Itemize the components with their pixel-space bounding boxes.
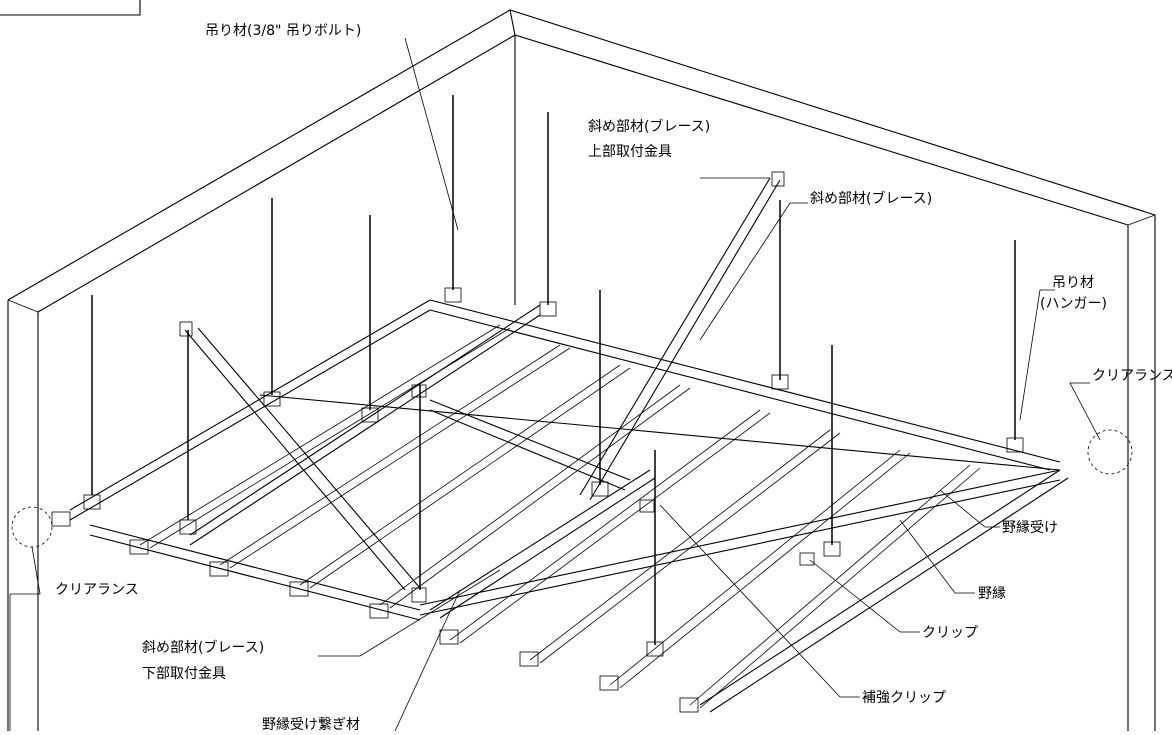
- label-clearance-left: クリアランス: [55, 582, 139, 598]
- label-brace-lower-fitting-1: 斜め部材(ブレース): [142, 639, 264, 656]
- room-walls: [7, 9, 1156, 731]
- clearance-circle-right: [1087, 429, 1133, 475]
- label-reinforcing-clip: 補強クリップ: [862, 690, 946, 706]
- label-brace-upper-fitting-1: 斜め部材(ブレース): [588, 118, 710, 135]
- braces: [184, 177, 781, 619]
- label-hanger-2: (ハンガー): [1040, 296, 1107, 312]
- label-brace-lower-fitting-2: 下部取付金具: [142, 666, 226, 682]
- leader-lines: [9, 37, 1101, 732]
- clearance-circle-left: [11, 506, 53, 548]
- ceiling-grid: [69, 299, 1069, 713]
- label-brace: 斜め部材(ブレース): [810, 190, 932, 207]
- label-carrying-channel: 野縁受け: [1002, 520, 1058, 536]
- label-brace-upper-fitting-2: 上部取付金具: [588, 144, 672, 160]
- label-hanger-1: 吊り材: [1052, 275, 1094, 291]
- labels: 吊り材(3/8" 吊りボルト) 斜め部材(ブレース) 上部取付金具 斜め部材(ブ…: [55, 23, 1172, 733]
- label-clip: クリップ: [922, 625, 978, 641]
- clips: [83, 171, 1024, 657]
- label-clearance-right: クリアランス: [1092, 368, 1172, 384]
- label-ceiling-joist: 野縁: [978, 586, 1006, 602]
- channel-ends: [51, 511, 699, 713]
- label-hanging-bolt: 吊り材(3/8" 吊りボルト): [205, 23, 361, 39]
- frame-corner: [0, 0, 141, 16]
- hanging-bolts: [91, 95, 1016, 645]
- label-channel-joint: 野縁受け繋ぎ材: [262, 717, 360, 731]
